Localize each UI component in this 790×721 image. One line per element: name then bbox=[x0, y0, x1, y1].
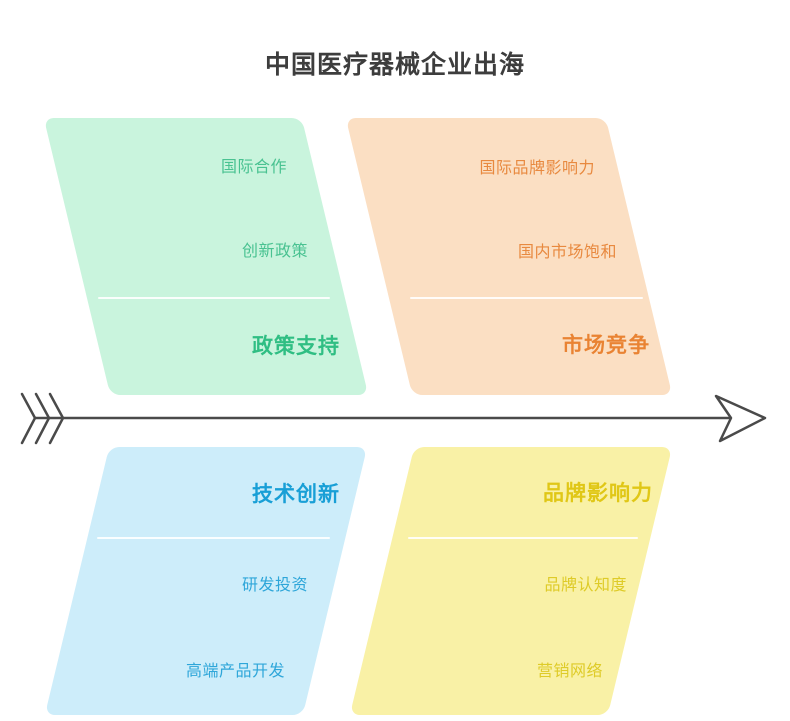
branch-item: 品牌认知度 bbox=[544, 577, 627, 594]
branch-item: 国内市场饱和 bbox=[517, 244, 617, 261]
branch-label-policy: 政策支持 bbox=[252, 335, 340, 358]
branch-item: 高端产品开发 bbox=[185, 663, 285, 680]
branch-label-brand: 品牌影响力 bbox=[543, 482, 653, 505]
divider-tech bbox=[97, 537, 330, 539]
branch-item: 创新政策 bbox=[241, 243, 308, 260]
branch-item: 营销网络 bbox=[536, 663, 603, 680]
branch-item: 研发投资 bbox=[241, 577, 308, 594]
divider-policy bbox=[98, 297, 330, 299]
branch-item: 国际品牌影响力 bbox=[479, 160, 595, 177]
divider-market bbox=[410, 297, 643, 299]
divider-brand bbox=[408, 537, 638, 539]
fletching-icon bbox=[20, 392, 37, 445]
page-title: 中国医疗器械企业出海 bbox=[264, 51, 525, 79]
branch-item: 国际合作 bbox=[220, 159, 287, 176]
branch-label-tech: 技术创新 bbox=[252, 483, 340, 506]
spine-arrow bbox=[20, 392, 767, 445]
arrowhead-icon bbox=[714, 394, 767, 443]
branch-label-market: 市场竞争 bbox=[562, 334, 650, 357]
